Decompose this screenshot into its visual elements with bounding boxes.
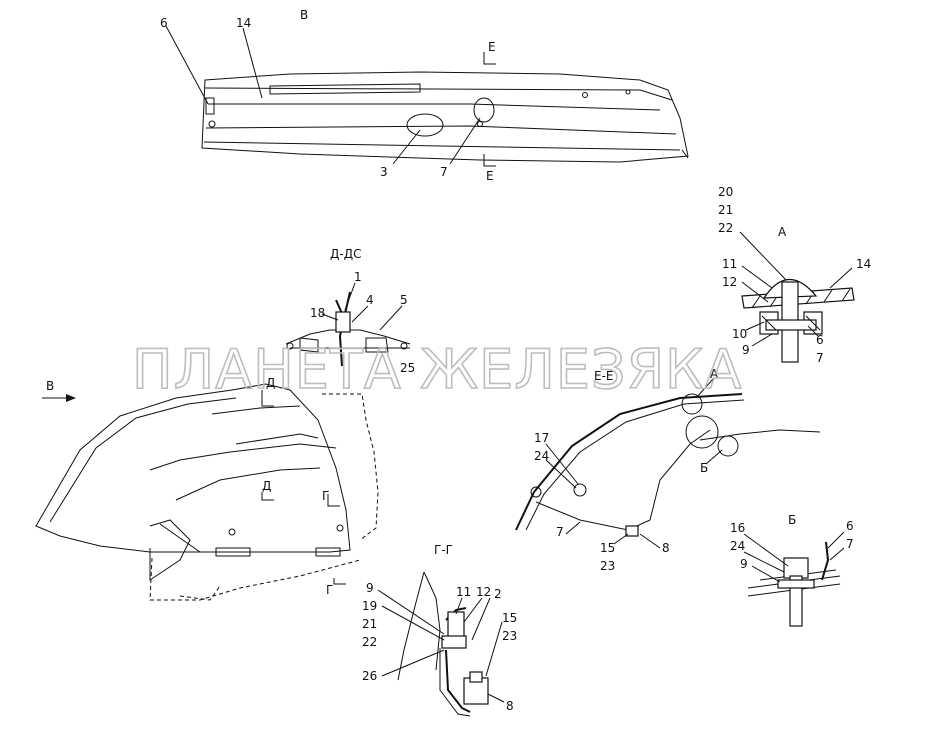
callout-23: 23 (502, 629, 517, 643)
callout-7: 7 (816, 351, 824, 365)
callout-b: Б (700, 461, 708, 475)
section-mark-d-top: Д (266, 376, 275, 390)
callout-6: 6 (160, 16, 168, 30)
callout-21: 21 (362, 617, 377, 631)
section-ee: Е-Е А 17 24 Б 7 15 23 8 (515, 367, 821, 573)
section-dd-title: Д-ДС (330, 247, 361, 261)
callout-12: 12 (722, 275, 737, 289)
callout-16: 16 (730, 521, 745, 535)
callout-26: 26 (362, 669, 377, 683)
detail-b-title: Б (788, 513, 796, 527)
callout-24: 24 (730, 539, 745, 553)
callout-5: 5 (400, 293, 408, 307)
callout-6: 6 (816, 333, 824, 347)
callout-17: 17 (534, 431, 549, 445)
callout-14: 14 (856, 257, 871, 271)
watermark: ПЛАНЕТА ЖЕЛЕЗЯКА (132, 338, 742, 401)
callout-1: 1 (354, 270, 362, 284)
section-mark-e-top: Е (488, 40, 496, 54)
callout-11: 11 (456, 585, 471, 599)
callout-22: 22 (362, 635, 377, 649)
callout-7: 7 (846, 537, 854, 551)
top-view: В Е Е 6 14 3 7 (160, 8, 689, 183)
section-mark-g-bottom: Г (326, 583, 333, 597)
callout-9: 9 (366, 581, 374, 595)
callout-15: 15 (502, 611, 517, 625)
callout-2: 2 (494, 587, 502, 601)
detail-b: Б 16 24 9 6 7 (730, 513, 854, 627)
callout-23: 23 (600, 559, 615, 573)
callout-20: 20 (718, 185, 733, 199)
detail-a-title: А (778, 225, 787, 239)
callout-8: 8 (506, 699, 514, 713)
callout-3: 3 (380, 165, 388, 179)
callout-4: 4 (366, 293, 374, 307)
callout-14: 14 (236, 16, 251, 30)
callout-11: 11 (722, 257, 737, 271)
top-view-title: В (300, 8, 308, 22)
callout-19: 19 (362, 599, 377, 613)
arrow-b-label: В (46, 379, 54, 393)
callout-22: 22 (718, 221, 733, 235)
callout-24: 24 (534, 449, 549, 463)
section-ee-title: Е-Е (594, 369, 614, 383)
callout-12: 12 (476, 585, 491, 599)
callout-21: 21 (718, 203, 733, 217)
callout-7: 7 (556, 525, 564, 539)
callout-9: 9 (742, 343, 750, 357)
callout-10: 10 (732, 327, 747, 341)
section-mark-d-bottom: Д (262, 479, 271, 493)
section-dd: Д-ДС 1 18 4 5 25 (285, 247, 415, 375)
callout-8: 8 (662, 541, 670, 555)
callout-a: А (710, 367, 719, 381)
main-view: В Д Д Г Г (35, 376, 379, 601)
callout-9: 9 (740, 557, 748, 571)
callout-15: 15 (600, 541, 615, 555)
detail-a: А 20 21 22 11 12 14 10 9 6 7 (718, 185, 871, 365)
callout-18: 18 (310, 306, 325, 320)
callout-7: 7 (440, 165, 448, 179)
callout-25: 25 (400, 361, 415, 375)
section-gg-title: Г-Г (434, 543, 453, 557)
section-gg: Г-Г 9 19 21 22 11 12 2 15 23 26 8 (362, 543, 517, 717)
section-mark-e-bottom: Е (486, 169, 494, 183)
callout-6: 6 (846, 519, 854, 533)
section-mark-g-top: Г (322, 489, 329, 503)
